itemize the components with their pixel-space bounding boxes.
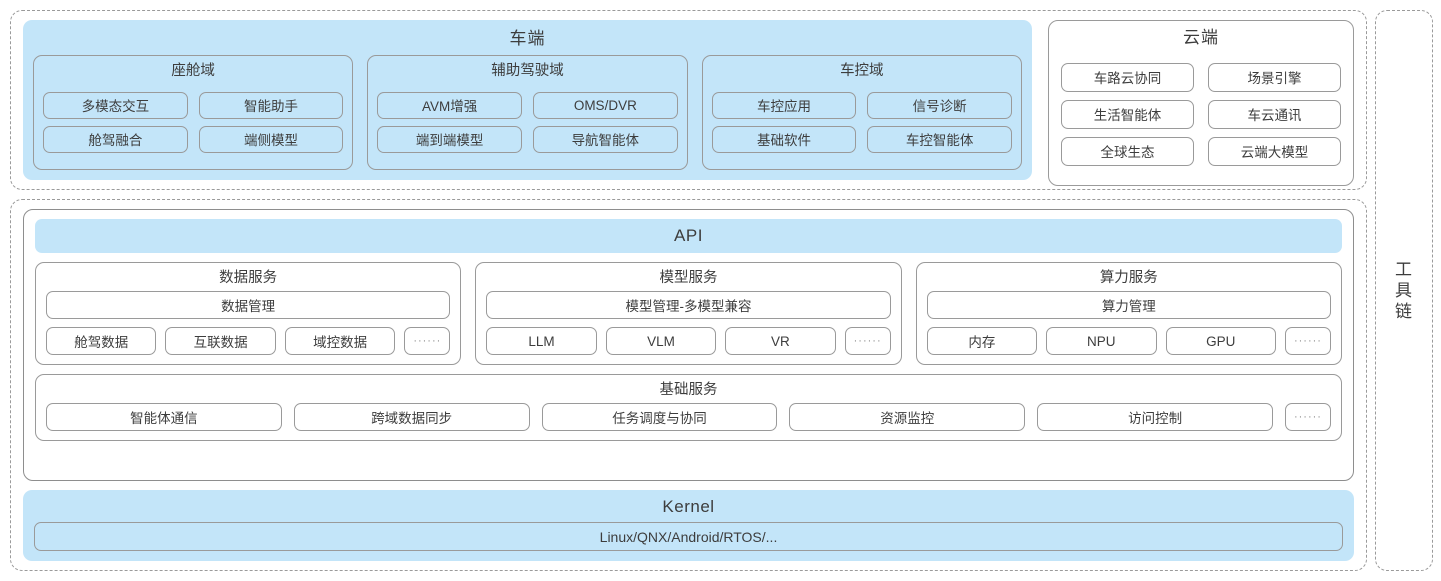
- chip-oms-dvr[interactable]: OMS/DVR: [532, 91, 678, 119]
- service-data[interactable]: 数据服务 数据管理 舱驾数据 互联数据 域控数据 ······: [35, 262, 462, 365]
- chip-cockpit-driving-fusion[interactable]: 舱驾融合: [43, 125, 188, 153]
- base-services-title: 基础服务: [659, 382, 718, 398]
- chip-scenario-engine[interactable]: 场景引擎: [1208, 62, 1341, 92]
- api-bar[interactable]: API: [35, 219, 1342, 253]
- chip-vehicle-control-app[interactable]: 车控应用: [711, 91, 857, 119]
- item-compute-ellipsis[interactable]: ······: [1284, 327, 1331, 355]
- platform-band-group: API 数据服务 数据管理 舱驾数据 互联数据 域控数据 ······ 模: [10, 199, 1367, 571]
- item-vr[interactable]: VR: [725, 327, 836, 355]
- chip-end-to-end-model[interactable]: 端到端模型: [377, 125, 522, 153]
- chip-vehicle-control-agent[interactable]: 车控智能体: [867, 125, 1012, 153]
- domain-vehicle-control-title: 车控域: [840, 63, 884, 79]
- chip-navigation-agent[interactable]: 导航智能体: [532, 125, 678, 153]
- item-resource-monitoring[interactable]: 资源监控: [789, 403, 1026, 431]
- chip-cloud-large-model[interactable]: 云端大模型: [1208, 136, 1341, 166]
- service-compute-management[interactable]: 算力管理: [926, 291, 1331, 319]
- chip-global-ecosystem[interactable]: 全球生态: [1061, 136, 1194, 166]
- vehicle-panel: 车端 座舱域 多模态交互 智能助手 舱驾融合 端侧模型 辅助驾驶域: [23, 20, 1032, 180]
- item-gpu[interactable]: GPU: [1165, 327, 1276, 355]
- service-data-title: 数据服务: [219, 270, 278, 286]
- item-model-ellipsis[interactable]: ······: [844, 327, 891, 355]
- base-services-box[interactable]: 基础服务 智能体通信 跨域数据同步 任务调度与协同 资源监控 访问控制 ····…: [35, 374, 1342, 441]
- service-row: 数据服务 数据管理 舱驾数据 互联数据 域控数据 ······ 模型服务 模型管…: [35, 262, 1342, 365]
- platform-card: API 数据服务 数据管理 舱驾数据 互联数据 域控数据 ······ 模: [23, 209, 1354, 481]
- service-compute[interactable]: 算力服务 算力管理 内存 NPU GPU ······: [915, 262, 1342, 365]
- item-memory[interactable]: 内存: [926, 327, 1038, 355]
- domain-cockpit-chips: 多模态交互 智能助手 舱驾融合 端侧模型: [43, 84, 344, 160]
- item-access-control[interactable]: 访问控制: [1037, 403, 1273, 431]
- service-data-items: 舱驾数据 互联数据 域控数据 ······: [46, 327, 451, 355]
- chip-signal-diagnosis[interactable]: 信号诊断: [867, 91, 1012, 119]
- top-band-group: 车端 座舱域 多模态交互 智能助手 舱驾融合 端侧模型 辅助驾驶域: [10, 10, 1367, 190]
- item-task-scheduling[interactable]: 任务调度与协同: [541, 403, 778, 431]
- item-cross-domain-data-sync[interactable]: 跨域数据同步: [293, 403, 530, 431]
- domain-vehicle-control-chips: 车控应用 信号诊断 基础软件 车控智能体: [711, 84, 1012, 160]
- kernel-os-list[interactable]: Linux/QNX/Android/RTOS/...: [34, 522, 1343, 551]
- toolchain-label: 工 具 链: [1395, 260, 1413, 321]
- item-vlm[interactable]: VLM: [605, 327, 717, 355]
- domain-adas[interactable]: 辅助驾驶域 AVM增强 OMS/DVR 端到端模型 导航智能体: [367, 55, 688, 170]
- item-data-ellipsis[interactable]: ······: [404, 327, 451, 355]
- item-npu[interactable]: NPU: [1046, 327, 1157, 355]
- chip-base-software[interactable]: 基础软件: [711, 125, 857, 153]
- vehicle-panel-title: 车端: [509, 29, 546, 48]
- kernel-title: Kernel: [662, 497, 715, 516]
- chip-avm-enhanced[interactable]: AVM增强: [377, 91, 522, 119]
- vehicle-domain-row: 座舱域 多模态交互 智能助手 舱驾融合 端侧模型 辅助驾驶域 AVM增强 OMS…: [33, 55, 1022, 170]
- cloud-panel-title: 云端: [1183, 28, 1219, 47]
- domain-cockpit-title: 座舱域: [171, 63, 215, 79]
- cloud-chip-grid: 车路云协同 场景引擎 生活智能体 车云通讯 全球生态 云端大模型: [1061, 53, 1341, 175]
- service-model-title: 模型服务: [659, 270, 718, 286]
- domain-vehicle-control[interactable]: 车控域 车控应用 信号诊断 基础软件 车控智能体: [701, 55, 1022, 170]
- chip-on-device-model[interactable]: 端侧模型: [198, 125, 344, 153]
- domain-adas-title: 辅助驾驶域: [491, 63, 564, 79]
- item-agent-communication[interactable]: 智能体通信: [46, 403, 282, 431]
- domain-adas-chips: AVM增强 OMS/DVR 端到端模型 导航智能体: [377, 84, 678, 160]
- base-services-items: 智能体通信 跨域数据同步 任务调度与协同 资源监控 访问控制 ······: [46, 403, 1331, 431]
- chip-multimodal-interaction[interactable]: 多模态交互: [43, 91, 188, 119]
- kernel-card: Kernel Linux/QNX/Android/RTOS/...: [23, 490, 1354, 561]
- main-column: 车端 座舱域 多模态交互 智能助手 舱驾融合 端侧模型 辅助驾驶域: [10, 10, 1367, 571]
- toolchain-rail[interactable]: 工 具 链: [1375, 10, 1433, 571]
- chip-smart-assistant[interactable]: 智能助手: [198, 91, 344, 119]
- item-llm[interactable]: LLM: [486, 327, 597, 355]
- service-model[interactable]: 模型服务 模型管理-多模型兼容 LLM VLM VR ······: [475, 262, 902, 365]
- item-cockpit-driving-data[interactable]: 舱驾数据: [46, 327, 157, 355]
- item-base-ellipsis[interactable]: ······: [1284, 403, 1331, 431]
- domain-cockpit[interactable]: 座舱域 多模态交互 智能助手 舱驾融合 端侧模型: [33, 55, 354, 170]
- cloud-panel[interactable]: 云端 车路云协同 场景引擎 生活智能体 车云通讯 全球生态 云端大模型: [1048, 20, 1354, 186]
- service-model-management[interactable]: 模型管理-多模型兼容: [486, 291, 891, 319]
- chip-vehicle-cloud-comm[interactable]: 车云通讯: [1208, 99, 1341, 129]
- item-domain-control-data[interactable]: 域控数据: [284, 327, 396, 355]
- service-compute-title: 算力服务: [1099, 270, 1158, 286]
- service-data-management[interactable]: 数据管理: [46, 291, 451, 319]
- chip-vehicle-road-cloud[interactable]: 车路云协同: [1061, 62, 1194, 92]
- chip-life-agent[interactable]: 生活智能体: [1061, 99, 1194, 129]
- service-compute-items: 内存 NPU GPU ······: [926, 327, 1331, 355]
- item-connectivity-data[interactable]: 互联数据: [165, 327, 276, 355]
- service-model-items: LLM VLM VR ······: [486, 327, 891, 355]
